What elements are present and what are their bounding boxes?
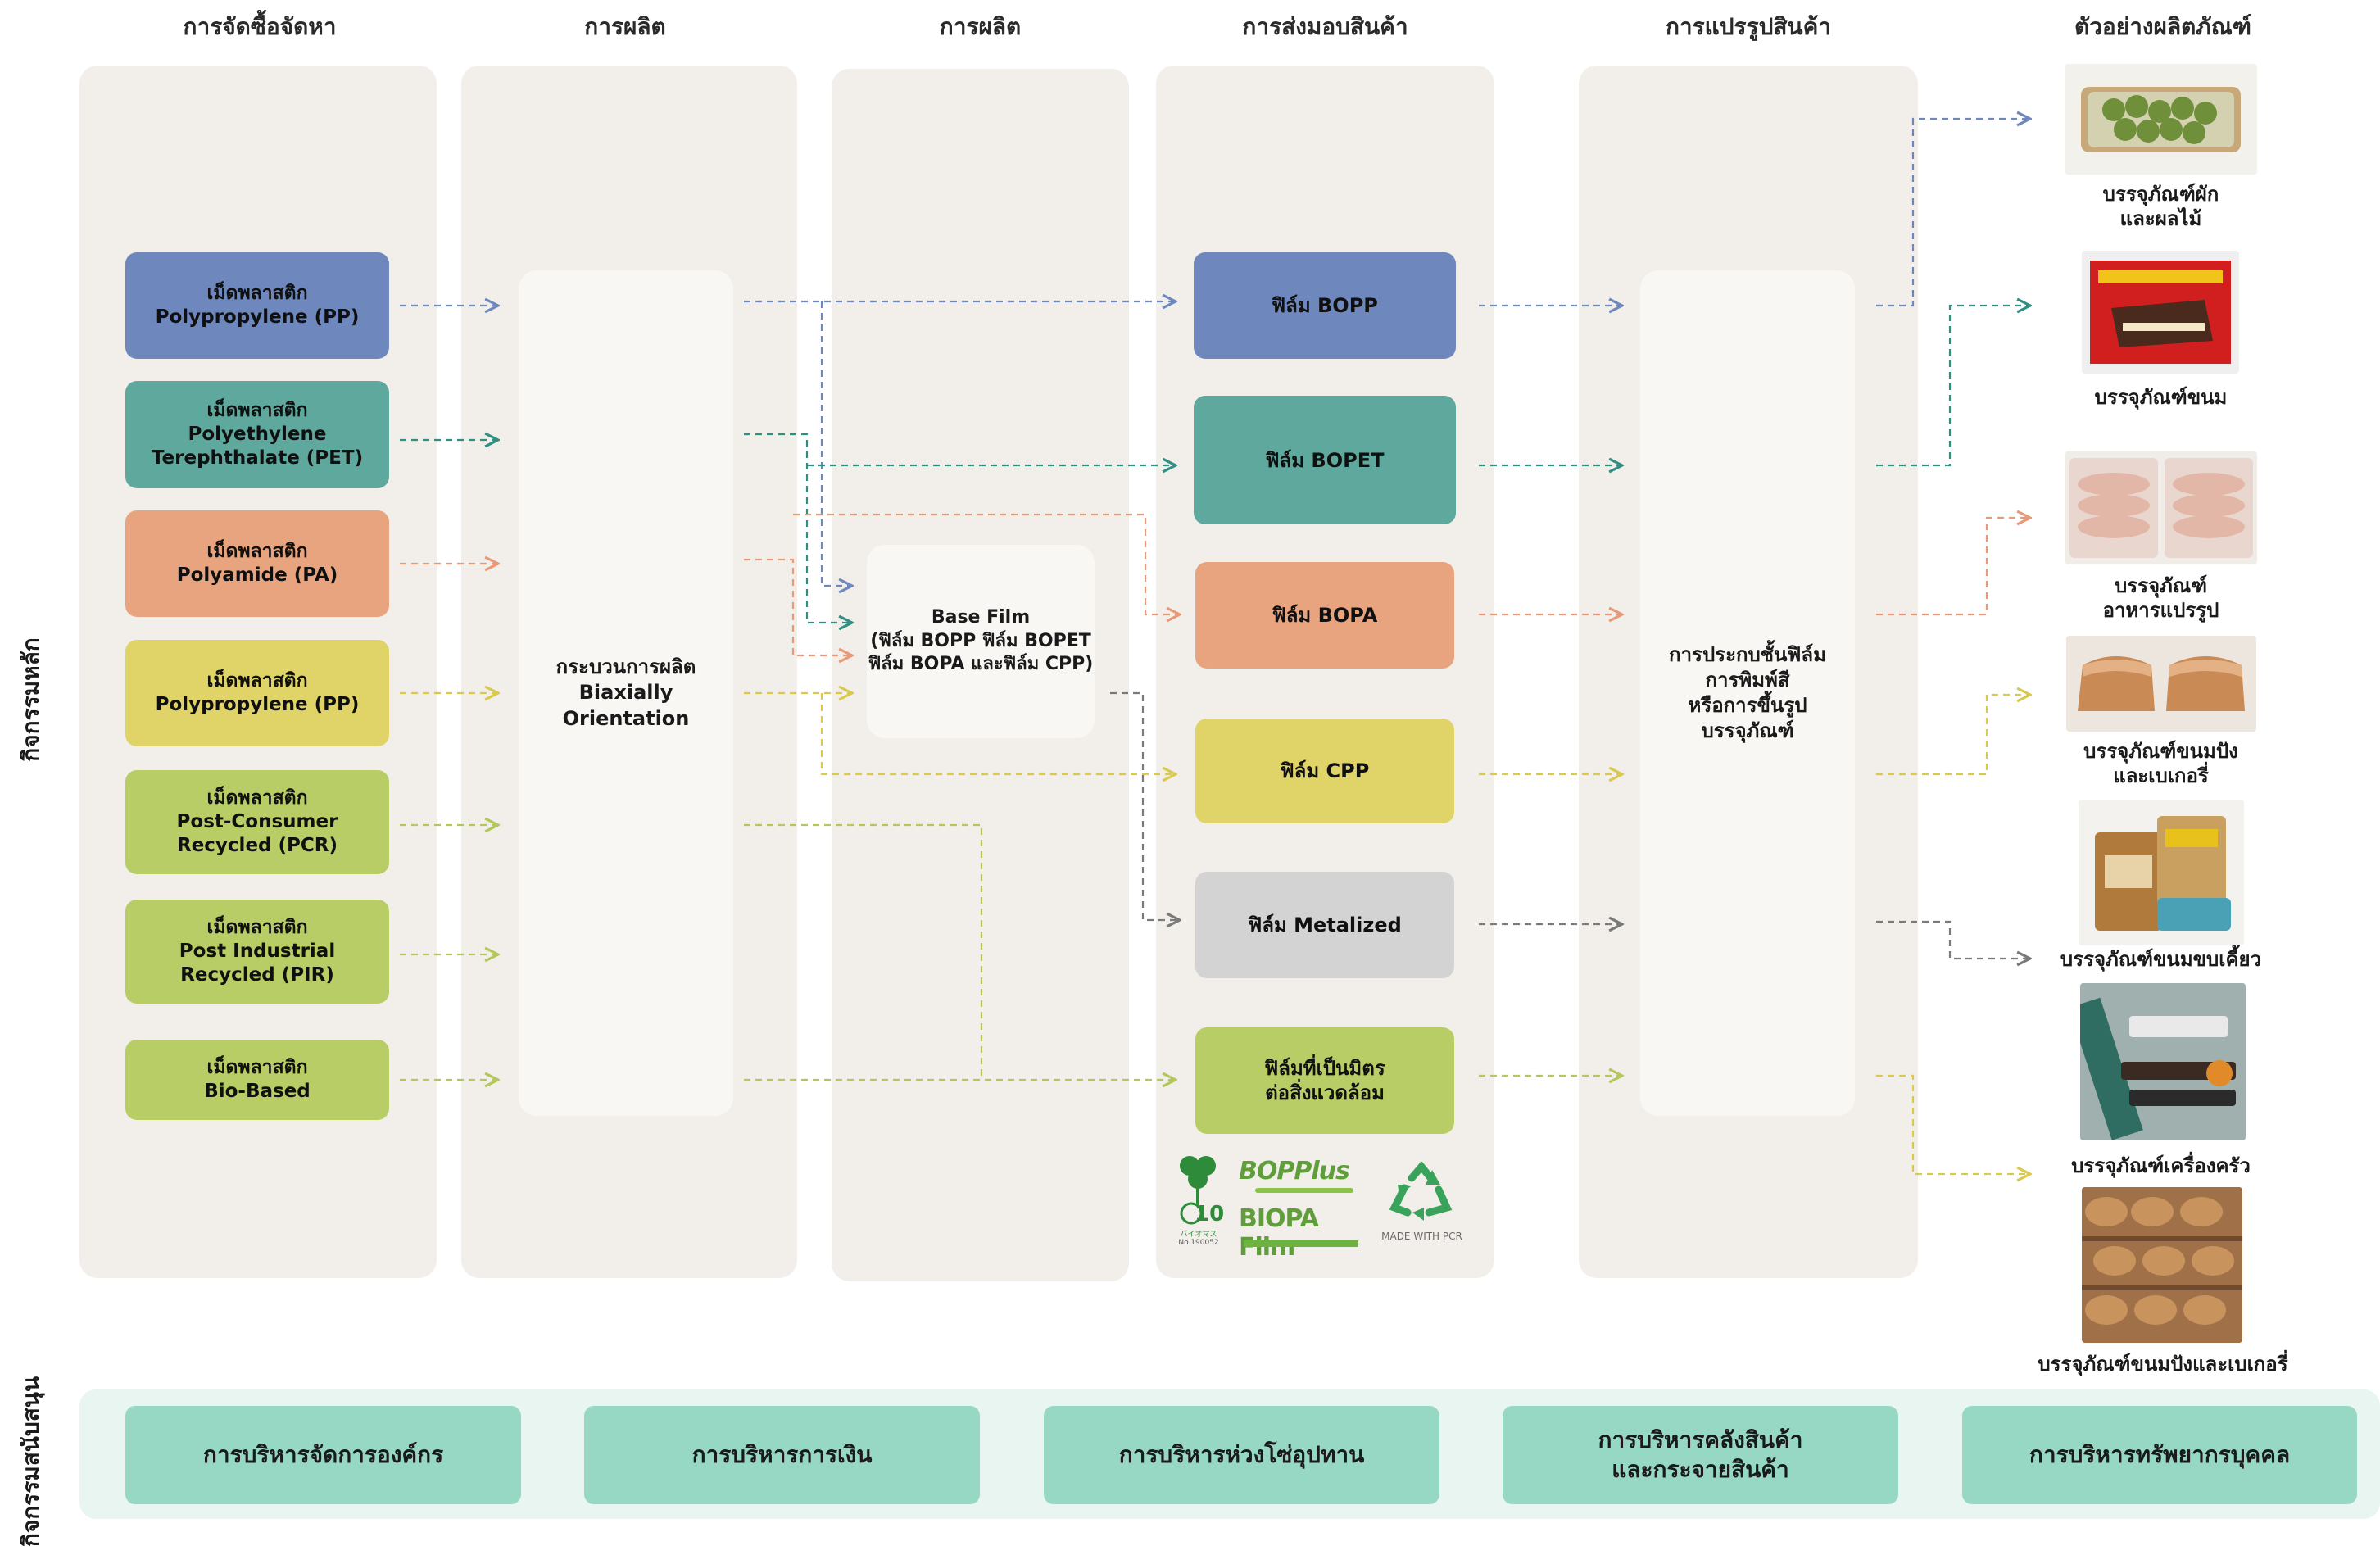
support-financial-management: การบริหารการเงิน xyxy=(584,1406,980,1504)
snack-pouch-photo xyxy=(2079,800,2244,945)
column-heading-delivery: การส่งมอบสินค้า xyxy=(1242,13,1408,40)
support-organization-management: การบริหารจัดการองค์กร xyxy=(125,1406,521,1504)
product-caption-kitchenware: บรรจุภัณฑ์เครื่องครัว xyxy=(2071,1154,2251,1177)
material-pir: เม็ดพลาสติก Post Industrial Recycled (PI… xyxy=(125,900,389,1004)
film-bopp: ฟิล์ม BOPP xyxy=(1194,252,1456,359)
support-supply-chain-management: การบริหารห่วงโซ่อุปทาน xyxy=(1044,1406,1439,1504)
support-warehouse-distribution: การบริหารคลังสินค้า และกระจายสินค้า xyxy=(1503,1406,1898,1504)
film-bopet: ฟิล์ม BOPET xyxy=(1194,396,1456,524)
product-caption-bakery: บรรจุภัณฑ์ขนมปังและเบเกอรี่ xyxy=(2038,1353,2288,1376)
kitchenware-photo xyxy=(2080,983,2246,1140)
biopa-film-logo: BIOPA Film xyxy=(1239,1204,1362,1262)
biomass-caption: バイオマス xyxy=(1180,1231,1217,1239)
material-pcr: เม็ดพลาสติก Post-Consumer Recycled (PCR) xyxy=(125,770,389,874)
recycle-icon: MADE WITH PCR xyxy=(1375,1160,1469,1244)
product-caption-vegetables: บรรจุภัณฑ์ผัก และผลไม้ xyxy=(2102,183,2219,230)
film-cpp: ฟิล์ม CPP xyxy=(1195,719,1454,823)
material-pp-2: เม็ดพลาสติก Polypropylene (PP) xyxy=(125,640,389,746)
column-heading-examples: ตัวอย่างผลิตภัณฑ์ xyxy=(2074,13,2251,40)
bread-loaf-photo xyxy=(2066,636,2256,732)
sliced-ham-photo xyxy=(2065,451,2257,564)
biaxial-process-label: กระบวนการผลิต Biaxially Orientation xyxy=(555,655,696,730)
material-bio-based: เม็ดพลาสติก Bio-Based xyxy=(125,1040,389,1120)
bopplus-logo: BOPPlus xyxy=(1239,1157,1362,1196)
column-heading-production: การผลิต xyxy=(584,13,666,40)
biopa-logo-text: BIOPA Film xyxy=(1239,1204,1319,1262)
column-heading-conversion: การแปรรูปสินค้า xyxy=(1665,13,1832,40)
support-human-resources: การบริหารทรัพยากรบุคคล xyxy=(1962,1406,2357,1504)
biomass-number: 10 xyxy=(1195,1202,1225,1226)
biaxial-process-box xyxy=(519,270,733,1116)
product-caption-snack-food: บรรจุภัณฑ์ขนมขบเคี้ยว xyxy=(2060,948,2262,971)
product-caption-bread-bakery: บรรจุภัณฑ์ขนมปัง และเบเกอรี่ xyxy=(2083,740,2238,787)
base-film-label: Base Film (ฟิล์ม BOPP ฟิล์ม BOPET ฟิล์ม … xyxy=(868,607,1094,675)
snack-pack-photo xyxy=(2082,251,2239,374)
film-eco-friendly: ฟิล์มที่เป็นมิตร ต่อสิ่งแวดล้อม xyxy=(1195,1027,1454,1134)
base-film-box xyxy=(867,545,1095,738)
material-pa: เม็ดพลาสติก Polyamide (PA) xyxy=(125,510,389,617)
material-pet: เม็ดพลาสติก Polyethylene Terephthalate (… xyxy=(125,381,389,488)
made-with-pcr-text: MADE WITH PCR xyxy=(1381,1231,1462,1242)
converting-process-label: การประกบชั้นฟิล์ม การพิมพ์สี หรือการขึ้น… xyxy=(1669,642,1826,743)
bakery-shelf-photo xyxy=(2082,1187,2242,1343)
column-heading-procurement: การจัดซื้อจัดหา xyxy=(183,13,337,40)
film-metalized: ฟิล์ม Metalized xyxy=(1195,872,1454,978)
column-heading-production-2: การผลิต xyxy=(939,13,1022,40)
vegetable-tray-photo xyxy=(2065,64,2257,175)
product-caption-processed-food: บรรจุภัณฑ์ อาหารแปรรูป xyxy=(2102,574,2219,622)
biomass-mark-logo: 10 バイオマス No.190052 xyxy=(1173,1151,1224,1249)
film-bopa: ฟิล์ม BOPA xyxy=(1195,562,1454,669)
material-pp: เม็ดพลาสติก Polypropylene (PP) xyxy=(125,252,389,359)
biomass-number-caption: No.190052 xyxy=(1178,1239,1219,1247)
product-caption-snacks: บรรจุภัณฑ์ขนม xyxy=(2094,386,2228,409)
converting-process-box xyxy=(1640,270,1855,1116)
bopplus-logo-text: BOPPlus xyxy=(1239,1157,1350,1185)
